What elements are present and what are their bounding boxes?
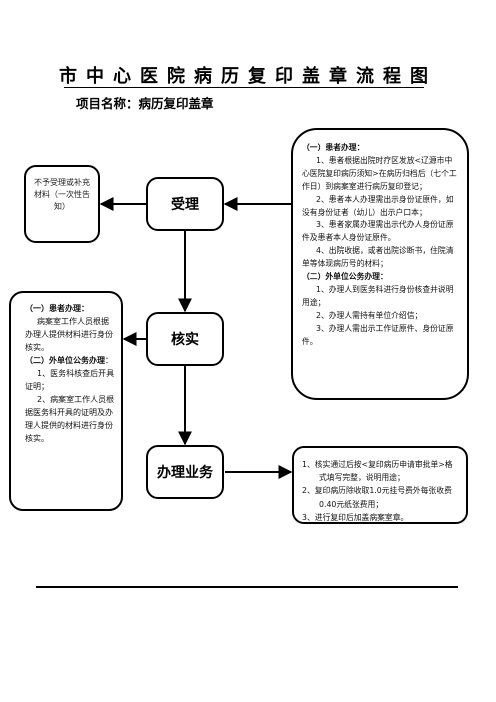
org-item: 2、病案室工作人员根据医务科开具的证明及办理人提供的材料进行身份核实。 [25,395,115,443]
reject-note: 不予受理或补充材料（一次性告知） [24,165,100,243]
patient-item: 1、患者根据出院时疗区发放<辽源市中心医院复印病历须知>在病历归档后（七个工作日… [302,155,457,191]
patient-item: 3、患者家属办理需出示代办人身份证原件及患者本人身份证原件。 [302,220,454,243]
org-item: 1、办理人到医务科进行身份核查并说明用途； [302,284,454,307]
org-item: 3、办理人需出示工作证原件、身份证原件。 [302,323,454,346]
node-process: 办理业务 [146,445,224,499]
org-heading: （二）外单位公务办理： [302,272,388,282]
project-name: 项目名称：病历复印盖章 [76,96,214,111]
verify-detail-note: （一）患者办理： 病案室工作人员根据办理人提供材料进行身份核实。 （二）外单位公… [9,291,123,511]
title-underline [64,87,424,88]
org-heading-suffix: ： [105,356,113,365]
patient-text: 病案室工作人员根据办理人提供材料进行身份核实。 [25,317,113,352]
patient-item: 4、出院收据，或者出院诊断书，住院清单等体现病历号的材料； [302,246,454,269]
process-item: 3、进行复印后加盖病案室章。 [302,512,409,522]
patient-item: 2、患者本人办理需出示身份证原件，如没有身份证者（幼儿）出示户口本； [302,194,454,217]
org-item: 2、办理人需持有单位介绍信； [316,310,423,320]
process-item: 1、核实通过后按<复印病历申请审批单>格式填写完整，说明用途； [302,460,453,483]
process-item: 2、复印病历除收取1.0元挂号费外每张收费0.40元纸张费用； [302,486,452,509]
org-heading: （二）外单位公务办理 [25,356,105,365]
bottom-divider [36,586,458,588]
applicant-requirements-note: （一）患者办理： 1、患者根据出院时疗区发放<辽源市中心医院复印病历须知>在病历… [291,128,469,400]
org-heading-line: （二）外单位公务办理： [25,354,115,367]
node-verify: 核实 [146,312,224,366]
patient-heading: （一）患者办理： [25,304,89,313]
patient-heading: （一）患者办理： [302,143,365,152]
process-detail-note: 1、核实通过后按<复印病历申请审批单>格式填写完整，说明用途； 2、复印病历除收… [292,446,468,524]
node-accept: 受理 [146,177,224,231]
org-item: 1、医务科核查后开具证明； [25,369,115,391]
page-title: 市中心医院病历复印盖章流程图 [59,66,437,87]
